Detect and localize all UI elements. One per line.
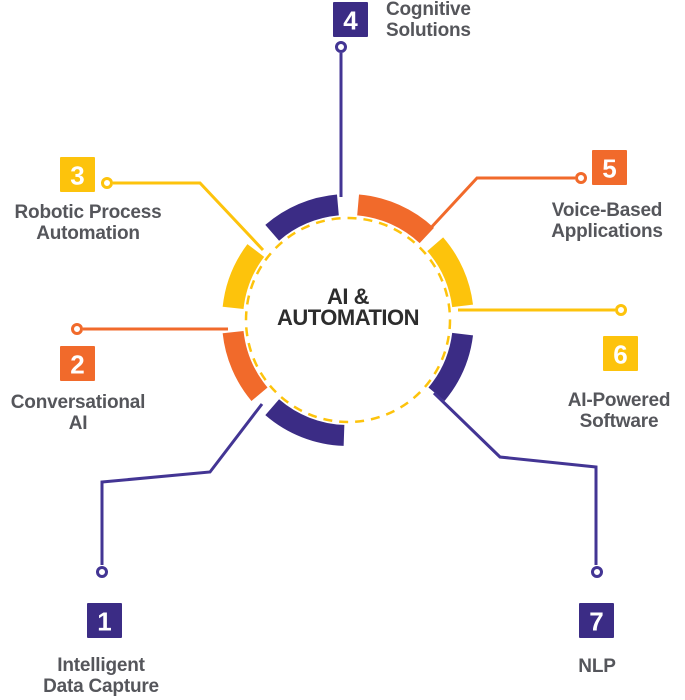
arc-segment-right xyxy=(427,237,474,308)
connector-line-1 xyxy=(100,403,264,565)
item-label-1-line2: Data Capture xyxy=(43,676,159,697)
connector-line-3 xyxy=(113,181,265,252)
number-box-3 xyxy=(60,157,95,192)
arc-segment-bottom-right xyxy=(428,332,474,401)
number-label-5: 5 xyxy=(602,154,616,184)
node-dot-4 xyxy=(335,41,347,53)
arc-segment-bottom xyxy=(265,399,345,446)
item-label-3-line2: Automation xyxy=(36,223,140,244)
number-label-1: 1 xyxy=(97,607,111,637)
node-dot-3 xyxy=(101,177,113,189)
item-label-7-line1: NLP xyxy=(578,656,616,677)
number-label-3: 3 xyxy=(70,161,84,191)
arc-segment-left xyxy=(222,244,265,310)
node-dot-5 xyxy=(575,172,587,184)
connector-line-5 xyxy=(425,176,575,234)
number-label-7: 7 xyxy=(589,607,603,637)
number-box-5 xyxy=(592,150,627,185)
number-label-4: 4 xyxy=(343,6,358,36)
item-label-2-line2: AI xyxy=(69,413,88,434)
center-title-line1: AI & xyxy=(327,284,370,309)
connector-line-7 xyxy=(432,391,598,565)
number-box-2 xyxy=(60,346,95,381)
item-label-1-line1: Intelligent xyxy=(57,655,145,676)
number-box-4 xyxy=(333,2,368,37)
number-label-2: 2 xyxy=(70,350,84,380)
item-label-3-line1: Robotic Process xyxy=(15,202,162,223)
arc-segment-top-left xyxy=(265,194,340,241)
item-label-2-line1: Conversational xyxy=(11,392,145,413)
item-label-6-line2: Software xyxy=(580,411,659,432)
center-title-line2: AUTOMATION xyxy=(277,305,419,330)
item-label-4-line1: Cognitive xyxy=(386,0,471,20)
node-dot-2 xyxy=(71,323,83,335)
item-label-5-line2: Applications xyxy=(551,221,663,242)
node-dot-1 xyxy=(96,566,108,578)
number-box-7 xyxy=(579,603,614,638)
number-box-6 xyxy=(603,336,638,371)
number-label-6: 6 xyxy=(613,340,627,370)
item-label-5-line1: Voice-Based xyxy=(552,200,662,221)
node-dot-6 xyxy=(615,304,627,316)
arc-segment-top-right xyxy=(356,194,434,244)
number-box-1 xyxy=(87,603,122,638)
item-label-4-line2: Solutions xyxy=(386,20,471,41)
arc-segment-bottom-left xyxy=(222,330,268,401)
node-dot-7 xyxy=(591,566,603,578)
item-label-6-line1: AI-Powered xyxy=(568,390,671,411)
center-dashed-circle xyxy=(244,216,452,424)
